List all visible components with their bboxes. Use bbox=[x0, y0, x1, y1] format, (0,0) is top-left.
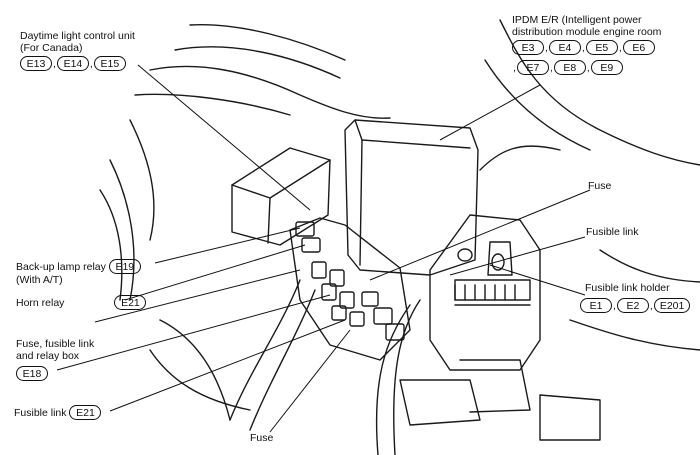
horn-relay-text: Horn relay bbox=[16, 297, 65, 309]
ipdm-box bbox=[344, 119, 479, 276]
connector-e5: E5 bbox=[585, 40, 618, 55]
leader-lines bbox=[56, 64, 591, 433]
daytime-connectors: E13,E14,E15 bbox=[20, 56, 126, 71]
ipdm-label-line1: IPDM E/R (Intelligent power bbox=[512, 14, 642, 26]
connector-e8: E8 bbox=[553, 60, 586, 75]
holder-connectors: E1,E2,E201 bbox=[580, 298, 691, 313]
daytime-light-unit-box bbox=[231, 147, 331, 246]
connector-e9: E9 bbox=[590, 60, 623, 75]
fusible-link-left-text: Fusible link bbox=[14, 407, 67, 419]
backup-lamp-relay-label: Back-up lamp relay E19 (With A/T) bbox=[16, 259, 141, 286]
connector-e2: E2 bbox=[616, 298, 649, 313]
connector-e13: E13 bbox=[20, 56, 52, 71]
connector-e6: E6 bbox=[622, 40, 655, 55]
horn-relay-label: Horn relay E21 bbox=[16, 295, 147, 310]
fuse-top-label: Fuse bbox=[588, 180, 612, 192]
fusible-link-left-label: Fusible link E21 bbox=[14, 405, 102, 420]
fuse-box-line2: and relay box bbox=[16, 350, 80, 362]
backup-label-line2: (With A/T) bbox=[16, 274, 63, 286]
fusible-link-right-label: Fusible link bbox=[586, 226, 639, 238]
daytime-label-line2: (For Canada) bbox=[20, 42, 83, 54]
ipdm-label-line2: distribution module engine room bbox=[512, 26, 662, 38]
fuse-box-label: Fuse, fusible link and relay box bbox=[16, 338, 94, 362]
ipdm-label: IPDM E/R (Intelligent power distribution… bbox=[512, 14, 661, 38]
connector-e14: E14 bbox=[56, 56, 89, 71]
connector-e1: E1 bbox=[580, 298, 612, 313]
daytime-label-line1: Daytime light control unit bbox=[20, 30, 135, 42]
connector-e15: E15 bbox=[93, 56, 126, 71]
connector-e21-fusible: E21 bbox=[69, 405, 102, 420]
connector-e21-horn: E21 bbox=[114, 295, 147, 310]
ipdm-connectors-row2: ,E7,E8,E9 bbox=[512, 60, 623, 75]
connector-e7: E7 bbox=[516, 60, 549, 75]
fusible-link-holder-label: Fusible link holder bbox=[585, 282, 670, 294]
fuse-box-connector: E18 bbox=[16, 366, 48, 381]
relay-box bbox=[289, 217, 411, 361]
cables bbox=[149, 279, 601, 455]
connector-e19: E19 bbox=[108, 259, 141, 274]
ipdm-connectors-row1: E3,E4,E5,E6 bbox=[512, 40, 655, 55]
fuse-box-line1: Fuse, fusible link bbox=[16, 338, 95, 350]
connector-e4: E4 bbox=[548, 40, 581, 55]
fusible-link-holder-box bbox=[429, 214, 541, 371]
connector-e18: E18 bbox=[16, 366, 48, 381]
connector-e201: E201 bbox=[653, 298, 691, 313]
daytime-light-unit-label: Daytime light control unit (For Canada) bbox=[20, 30, 135, 54]
backup-label-line1: Back-up lamp relay bbox=[16, 261, 106, 273]
connector-e3: E3 bbox=[512, 40, 544, 55]
fuse-bottom-label: Fuse bbox=[250, 432, 274, 444]
